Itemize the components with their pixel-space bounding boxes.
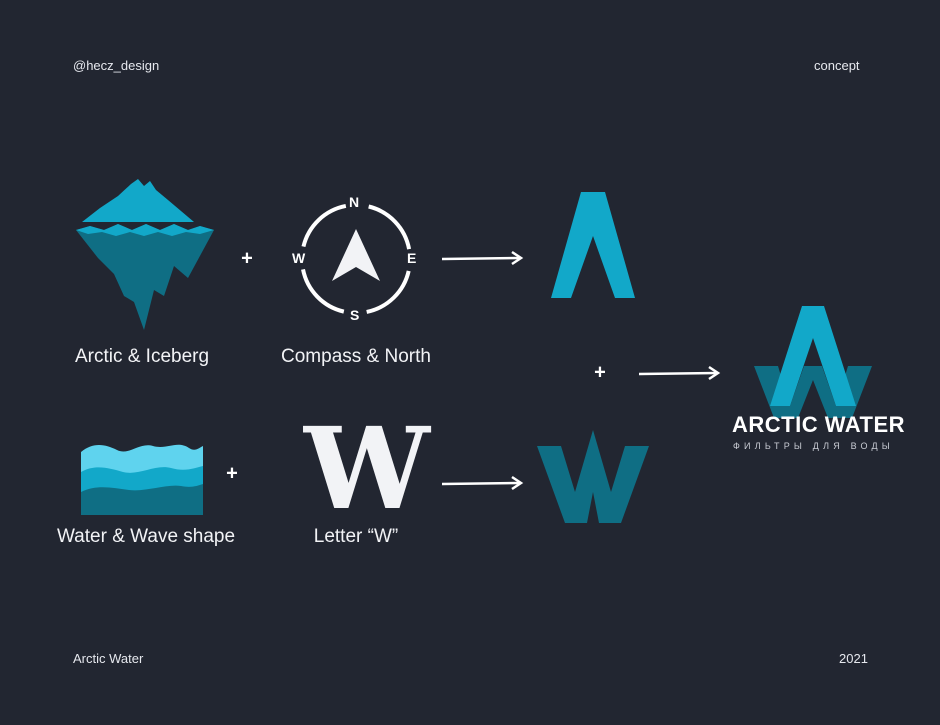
compass-north-label: N: [349, 194, 360, 210]
caption-compass: Compass & North: [281, 346, 431, 367]
arrow-right-icon: [638, 365, 721, 381]
plus-sign: +: [241, 247, 253, 270]
project-year: 2021: [839, 651, 868, 666]
caption-arctic: Arctic & Iceberg: [74, 346, 210, 367]
compass-south-label: S: [350, 307, 360, 323]
concept-tag: concept: [814, 58, 860, 73]
plus-sign: +: [226, 462, 238, 485]
iceberg-icon: [76, 179, 214, 330]
caption-water: Water & Wave shape: [56, 526, 236, 547]
project-name: Arctic Water: [73, 651, 144, 666]
arrow-right-icon: [441, 250, 524, 266]
compass-east-label: E: [407, 250, 417, 266]
brand-subtitle: ФИЛЬТРЫ ДЛЯ ВОДЫ: [733, 441, 894, 451]
arctic-water-logo-icon: [754, 306, 872, 418]
brand-title: ARCTIC WATER: [732, 412, 906, 437]
arrow-right-icon: [441, 475, 524, 491]
letter-w-glyph: W: [304, 404, 430, 535]
letter-w-mark-icon: [537, 430, 649, 523]
plus-sign: +: [594, 361, 606, 384]
designer-handle: @hecz_design: [73, 58, 160, 73]
caption-letter: Letter “W”: [313, 526, 399, 547]
waves-icon: [81, 444, 203, 515]
letter-a-mark-icon: [551, 192, 635, 298]
compass-west-label: W: [292, 250, 306, 266]
compass-icon: N S E W: [292, 194, 417, 323]
